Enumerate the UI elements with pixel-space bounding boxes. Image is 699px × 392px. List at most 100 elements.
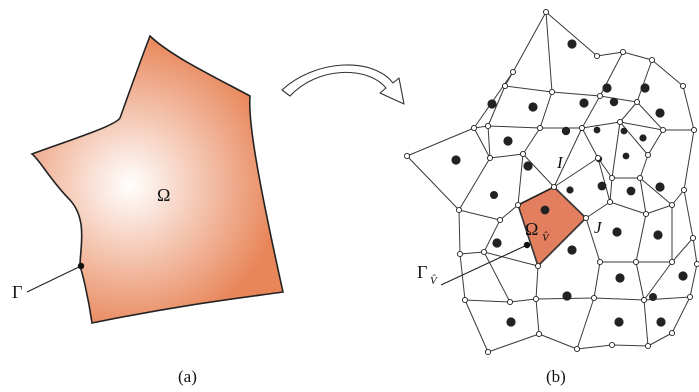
mesh-node [536, 124, 544, 132]
cell-center-dot [566, 186, 574, 194]
mesh-node [509, 68, 517, 76]
mesh-edge [622, 51, 653, 61]
mesh-edge [671, 189, 685, 206]
cell-center-dot [639, 134, 647, 142]
mesh-node [633, 98, 641, 106]
mesh-edge [585, 217, 601, 263]
mesh-edge [635, 261, 645, 301]
mesh-node [484, 348, 492, 356]
cell-center-dot [562, 291, 572, 301]
mesh-node [519, 150, 527, 158]
mesh-edge [522, 127, 541, 155]
node-j-label: J [594, 218, 603, 237]
mesh-edge [599, 95, 638, 103]
mesh-node [548, 88, 556, 96]
cell-boundary-point [523, 241, 531, 249]
cell-center-dot [626, 186, 636, 196]
mesh-edge [538, 333, 578, 350]
mesh-edge [692, 237, 698, 265]
mesh-edge [639, 154, 649, 179]
mesh-edge [458, 209, 501, 221]
cell-center-dot [602, 83, 612, 93]
mesh-node [644, 151, 652, 159]
cell-boundary-label: Γ [417, 262, 427, 282]
boundary-leader-line [26, 265, 82, 293]
mesh-edge [464, 299, 511, 303]
caption-b: (b) [546, 367, 566, 386]
cell-center-dot [609, 97, 619, 107]
mesh-edge [509, 298, 537, 303]
cell-center-dot [653, 230, 663, 240]
mesh-edge [683, 129, 695, 191]
mesh-edge [585, 201, 611, 219]
cell-center-dot [490, 191, 498, 199]
mesh-edge [459, 253, 466, 301]
mesh-node [596, 258, 604, 266]
mesh-node [680, 186, 688, 194]
mesh-edge [483, 219, 501, 253]
mesh-edge [458, 209, 461, 255]
mesh-node [606, 198, 614, 206]
node-i-label: I [556, 153, 564, 172]
mesh-node [582, 214, 590, 222]
mesh-node [484, 122, 492, 130]
cell-center-dot [656, 317, 666, 327]
cell-center-dot [561, 126, 571, 136]
mesh-edge [553, 157, 599, 188]
mesh-node [640, 296, 648, 304]
mesh-edge [596, 51, 624, 57]
mesh-edge [639, 177, 647, 215]
mesh-nodes [403, 8, 699, 356]
mesh-edge [643, 299, 649, 347]
cell-center-dot [622, 152, 630, 160]
cell-center-dot [567, 245, 577, 255]
mesh-node [608, 174, 616, 182]
mesh-node [455, 206, 463, 214]
mesh-node [534, 262, 542, 270]
mesh-edge [581, 121, 621, 129]
mesh-node [496, 216, 504, 224]
mesh-edge [553, 186, 587, 219]
mesh-edge [611, 344, 649, 347]
mesh-node [690, 126, 698, 134]
mesh-edge [619, 101, 638, 123]
cell-center-dot [649, 293, 657, 301]
mesh-edge [636, 59, 653, 103]
mesh-node [456, 250, 464, 258]
transition-arrow [281, 64, 405, 105]
mesh-node [668, 329, 676, 337]
cell-center-dot [612, 227, 622, 237]
mesh-edge [545, 11, 553, 93]
mesh-node [644, 342, 652, 350]
mesh-edge [647, 332, 673, 347]
mesh-edge [551, 91, 601, 97]
cell-center-dot [503, 136, 513, 146]
mesh-edge [535, 265, 539, 300]
mesh-node [461, 296, 469, 304]
cell-label-subscript: V̂ [542, 231, 550, 244]
boundary-label: Γ [12, 282, 22, 302]
cell-center-dot [528, 102, 538, 112]
mesh-edge [581, 127, 599, 159]
mesh-edge [689, 263, 698, 298]
mesh-edge [487, 85, 506, 127]
mesh-edge [639, 177, 673, 206]
mesh-node [686, 293, 694, 301]
cell-center-dot [492, 238, 502, 248]
mesh-edge [553, 127, 583, 188]
mesh-edge [512, 11, 547, 73]
mesh-edge [406, 155, 460, 211]
mesh-edge [683, 189, 694, 239]
mesh-edge [651, 59, 684, 87]
mesh-edge [611, 121, 621, 179]
cell-center-dot [487, 99, 497, 109]
cell-center-dot [593, 126, 601, 134]
mesh-edge [522, 153, 555, 188]
mesh-node [693, 260, 699, 268]
mesh-node [668, 258, 676, 266]
cell-center-dot [451, 155, 461, 165]
cell-center-dot [655, 108, 665, 118]
mesh-edge [545, 11, 598, 57]
mesh-edge [539, 91, 553, 129]
cell-label: Ω [525, 219, 538, 239]
